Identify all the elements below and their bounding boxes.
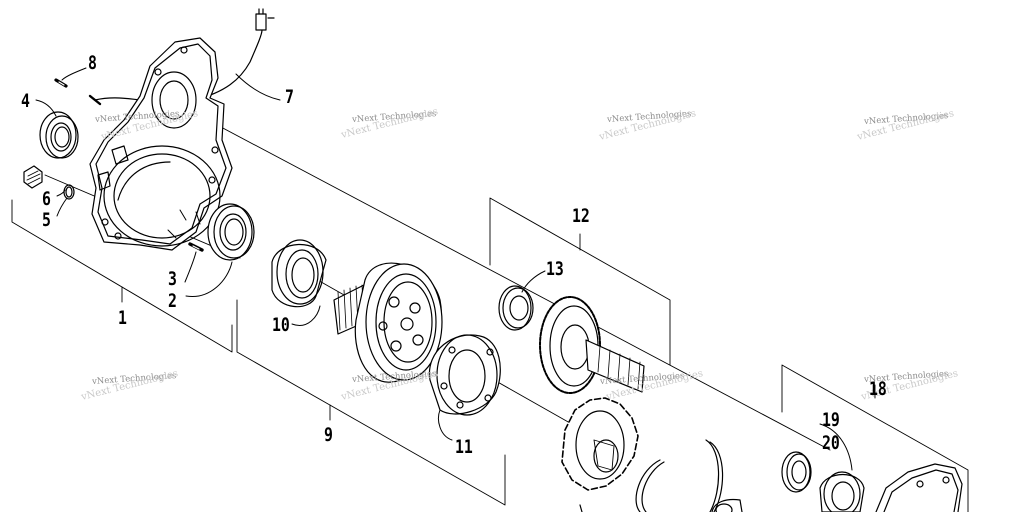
drain-plug-part-6 <box>23 165 43 189</box>
leader-lines <box>35 67 853 471</box>
group-bracket-1 <box>11 199 233 353</box>
callout-9: 9 <box>324 424 333 446</box>
callout-13: 13 <box>546 258 564 280</box>
group-bracket-9 <box>236 299 506 506</box>
sprocket-part <box>561 397 639 491</box>
pin-part-8 <box>54 78 68 88</box>
plate-part-11 <box>428 334 501 416</box>
callout-3: 3 <box>168 268 177 290</box>
housing-part-1 <box>89 37 233 251</box>
seal-part-2 <box>207 203 255 261</box>
callout-12: 12 <box>572 205 590 227</box>
callout-18: 18 <box>869 378 887 400</box>
partial-component <box>579 498 743 516</box>
seal-part-20 <box>781 451 812 493</box>
bearing-part-13 <box>498 285 534 331</box>
callout-8: 8 <box>88 52 97 74</box>
callout-1: 1 <box>118 307 127 329</box>
bearing-part-10 <box>271 239 327 308</box>
callout-10: 10 <box>272 314 290 336</box>
callout-6: 6 <box>42 188 51 210</box>
callout-2: 2 <box>168 290 177 312</box>
callout-20: 20 <box>822 432 840 454</box>
seal-part-4 <box>39 111 79 159</box>
output-shaft-part-9 <box>333 262 443 383</box>
o-ring-part-5 <box>63 184 75 200</box>
cover-part-18 <box>875 463 963 513</box>
callout-19: 19 <box>822 409 840 431</box>
snap-ring <box>635 459 665 513</box>
callout-5: 5 <box>42 209 51 231</box>
bearing-part-19 <box>819 471 865 516</box>
group-bracket-18 <box>781 364 969 513</box>
callout-4: 4 <box>21 90 30 112</box>
snap-ring-large <box>705 439 724 513</box>
callout-7: 7 <box>285 86 294 108</box>
gear-shaft-part-12 <box>539 296 645 394</box>
pin-part-3 <box>188 242 204 252</box>
callout-11: 11 <box>455 436 473 458</box>
group-bracket-12 <box>489 197 671 366</box>
